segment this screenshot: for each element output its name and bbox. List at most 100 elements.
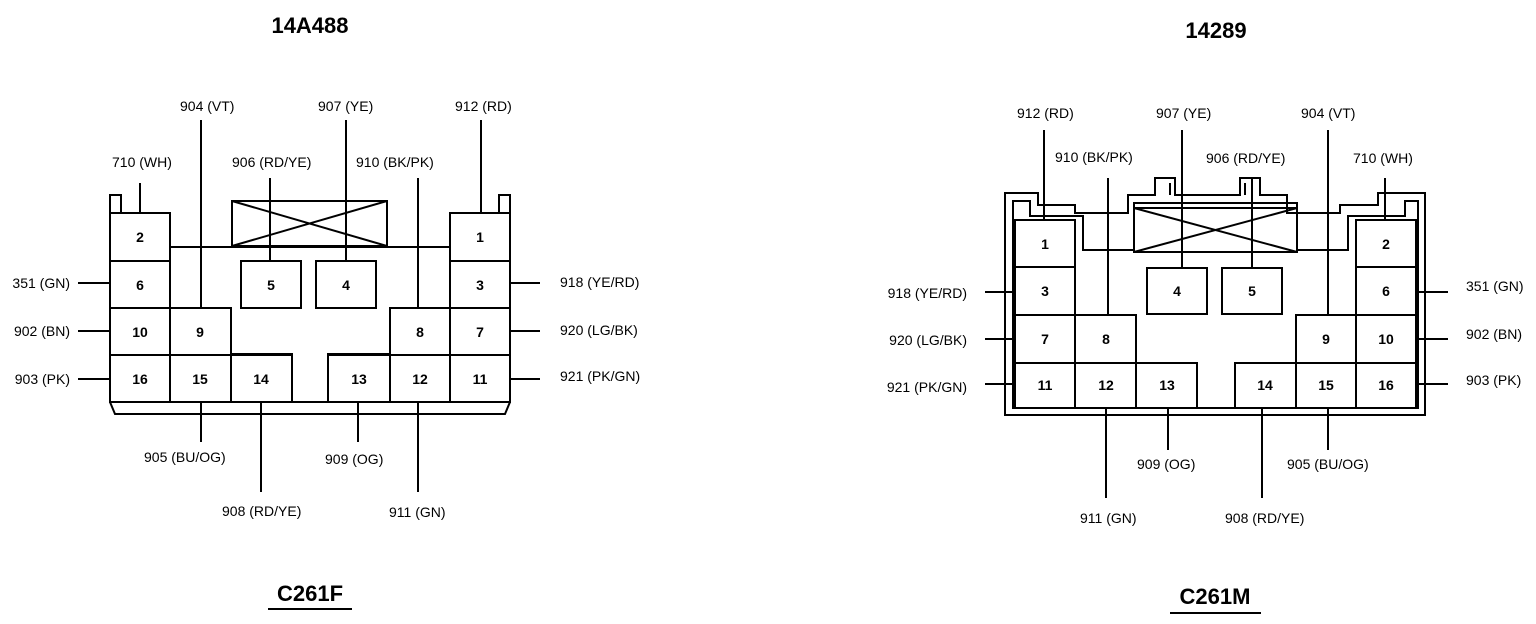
svg-text:14: 14 (253, 371, 269, 387)
wires-c261f (78, 120, 540, 492)
wires-c261m (985, 130, 1448, 498)
connector-c261f: 14A488 (12, 13, 640, 610)
svg-text:8: 8 (1102, 331, 1110, 347)
svg-text:5: 5 (1248, 283, 1256, 299)
circuit-label-pin-12: 911 (GN) (1080, 510, 1137, 526)
pin-10-c261m: 10 (1355, 314, 1417, 364)
part-number-c261f: 14A488 (271, 13, 348, 38)
pin-15-c261m: 15 (1295, 362, 1357, 409)
circuit-label-pin-6: 351 (GN) (12, 275, 70, 291)
pin-5-c261f: 5 (240, 260, 302, 309)
pin-16-c261f: 16 (109, 354, 171, 403)
pin-13-c261m: 13 (1135, 362, 1198, 409)
pin-1-c261f: 1 (449, 212, 511, 262)
circuit-label-pin-8: 910 (BK/PK) (1055, 149, 1133, 165)
pin-2-c261m: 2 (1355, 219, 1417, 268)
pin-3-c261f: 3 (449, 260, 511, 309)
pin-11-c261m: 11 (1014, 362, 1076, 409)
circuit-label-pin-14: 908 (RD/YE) (1225, 510, 1304, 526)
svg-text:12: 12 (412, 371, 428, 387)
svg-text:15: 15 (192, 371, 208, 387)
pin-8-c261m: 8 (1074, 314, 1137, 364)
circuit-label-pin-10: 902 (BN) (14, 323, 70, 339)
pin-6-c261m: 6 (1355, 266, 1417, 316)
circuit-label-pin-8: 910 (BK/PK) (356, 154, 434, 170)
circuit-label-pin-5: 906 (RD/YE) (1206, 150, 1285, 166)
svg-text:1: 1 (1041, 236, 1049, 252)
circuit-label-pin-1: 912 (RD) (1017, 105, 1074, 121)
svg-text:11: 11 (473, 371, 488, 387)
svg-text:15: 15 (1318, 377, 1334, 393)
svg-text:11: 11 (1038, 377, 1053, 393)
svg-text:7: 7 (476, 324, 484, 340)
svg-text:5: 5 (267, 277, 275, 293)
pin-2-c261f: 2 (109, 212, 171, 262)
circuit-label-pin-9: 904 (VT) (1301, 105, 1355, 121)
circuit-label-pin-4: 907 (YE) (1156, 105, 1211, 121)
svg-text:9: 9 (1322, 331, 1330, 347)
svg-text:4: 4 (1173, 283, 1181, 299)
svg-text:3: 3 (1041, 283, 1049, 299)
svg-text:16: 16 (1378, 377, 1394, 393)
svg-text:1: 1 (476, 229, 484, 245)
svg-text:4: 4 (342, 277, 350, 293)
svg-text:2: 2 (1382, 236, 1390, 252)
pin-15-c261f: 15 (169, 354, 232, 403)
svg-text:9: 9 (196, 324, 204, 340)
svg-text:3: 3 (476, 277, 484, 293)
pin-16-c261m: 16 (1355, 362, 1417, 409)
circuit-labels-c261f: 912 (RD) 710 (WH) 918 (YE/RD) 907 (YE) 9… (12, 98, 640, 520)
keying-x-box-c261f (231, 200, 388, 247)
pin-10-c261f: 10 (109, 307, 171, 356)
circuit-label-pin-15: 905 (BU/OG) (1287, 456, 1369, 472)
circuit-label-pin-3: 918 (YE/RD) (888, 285, 967, 301)
circuit-label-pin-9: 904 (VT) (180, 98, 234, 114)
housing-outer-c261m (1004, 177, 1426, 416)
part-number-c261m: 14289 (1185, 18, 1246, 43)
svg-text:12: 12 (1098, 377, 1114, 393)
pin-9-c261m: 9 (1295, 314, 1357, 364)
circuit-label-pin-7: 920 (LG/BK) (560, 322, 638, 338)
pin-14-c261f: 14 (230, 354, 293, 403)
circuit-label-pin-11: 921 (PK/GN) (887, 379, 967, 395)
circuit-label-pin-6: 351 (GN) (1466, 278, 1524, 294)
circuit-label-pin-15: 905 (BU/OG) (144, 449, 226, 465)
circuit-labels-c261m: 912 (RD) 710 (WH) 918 (YE/RD) 907 (YE) 9… (887, 105, 1524, 526)
pin-3-c261m: 3 (1014, 266, 1076, 316)
connector-name-c261f: C261F (277, 581, 343, 606)
pin-13-c261f: 13 (327, 354, 391, 403)
pin-4-c261f: 4 (315, 260, 377, 309)
connector-c261m: 14289 (887, 18, 1524, 614)
circuit-label-pin-4: 907 (YE) (318, 98, 373, 114)
pin-4-c261m: 4 (1146, 267, 1208, 315)
pin-1-c261m: 1 (1014, 219, 1076, 268)
circuit-label-pin-10: 902 (BN) (1466, 326, 1522, 342)
pin-7-c261m: 7 (1014, 314, 1076, 364)
circuit-label-pin-16: 903 (PK) (15, 371, 70, 387)
svg-text:10: 10 (1378, 331, 1394, 347)
pin-14-c261m: 14 (1234, 362, 1297, 409)
pin-12-c261m: 12 (1074, 362, 1137, 409)
circuit-label-pin-12: 911 (GN) (389, 504, 446, 520)
svg-text:6: 6 (136, 277, 144, 293)
pin-5-c261m: 5 (1221, 267, 1283, 315)
pin-11-c261f: 11 (449, 354, 511, 403)
circuit-label-pin-2: 710 (WH) (112, 154, 172, 170)
pin-7-c261f: 7 (449, 307, 511, 356)
pin-12-c261f: 12 (389, 354, 451, 403)
svg-text:13: 13 (1159, 377, 1175, 393)
circuit-label-pin-1: 912 (RD) (455, 98, 512, 114)
circuit-label-pin-7: 920 (LG/BK) (889, 332, 967, 348)
pin-9-c261f: 9 (169, 307, 232, 356)
svg-text:2: 2 (136, 229, 144, 245)
pin-6-c261f: 6 (109, 260, 171, 309)
keying-x-box-c261m (1133, 207, 1298, 253)
circuit-label-pin-2: 710 (WH) (1353, 150, 1413, 166)
svg-text:7: 7 (1041, 331, 1049, 347)
circuit-label-pin-14: 908 (RD/YE) (222, 503, 301, 519)
svg-text:13: 13 (351, 371, 367, 387)
circuit-label-pin-13: 909 (OG) (325, 451, 383, 467)
circuit-label-pin-3: 918 (YE/RD) (560, 274, 639, 290)
latch-tabs-c261m (1169, 183, 1246, 195)
